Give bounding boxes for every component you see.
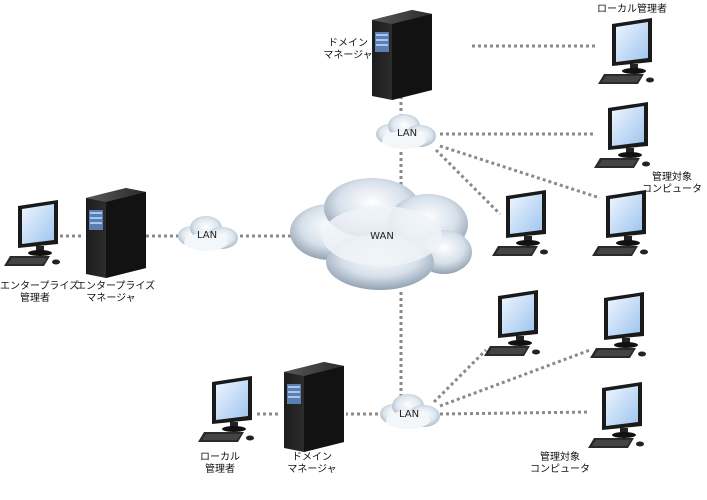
link-lan-bottom-to-pc6 [439,410,591,416]
domain-manager-top-label: ドメイン マネージャ [323,38,373,61]
managed-computer-top-1 [594,102,650,168]
managed-computer-top-2 [592,190,648,256]
enterprise-manager-label: エンタープライズ マネージャ [76,281,156,304]
local-admin-top-computer [598,18,654,84]
wan-label: WAN [370,231,394,242]
lan-left-label: LAN [196,230,218,241]
wan-cloud [290,178,472,290]
enterprise-manager-tower [86,188,146,278]
managed-computers-top-label: 管理対象 コンピュータ [642,172,702,195]
managed-computer-bottom-3 [588,382,644,448]
lan-top-label: LAN [396,128,418,139]
managed-computers-bottom-label: 管理対象 コンピュータ [530,452,590,475]
lan-left-cloud [178,216,238,251]
enterprise-admin-label: エンタープライズ 管理者 [0,281,80,304]
managed-computer-bottom-2 [590,292,646,358]
link-lan-bottom-to-pc5 [439,348,591,408]
domain-manager-bottom-label: ドメイン マネージャ [287,452,337,475]
lan-bottom-cloud [380,394,440,429]
domain-manager-bottom-tower [284,362,344,452]
link-lan-bottom-to-pc4 [432,348,488,404]
lan-bottom-label: LAN [398,409,420,420]
local-admin-top-label: ローカル管理者 [597,4,667,15]
lan-top-cloud [376,114,436,149]
domain-manager-top-tower [372,10,432,100]
enterprise-admin-computer [4,200,60,266]
managed-computer-bottom-1 [484,290,540,356]
local-admin-bottom-computer [198,376,254,442]
local-admin-bottom-label: ローカル 管理者 [200,452,240,475]
managed-computer-top-3 [492,190,548,256]
link-lan-top-to-pc2 [439,144,601,200]
